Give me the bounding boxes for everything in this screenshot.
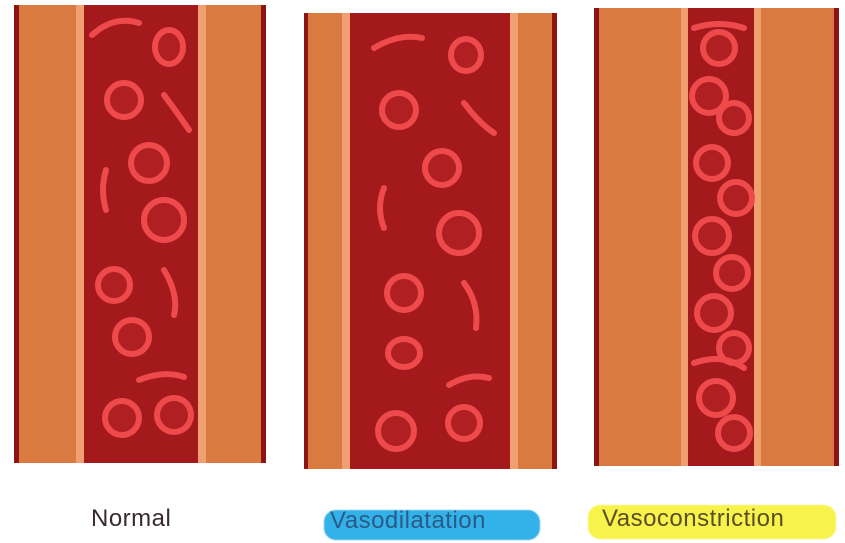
- panel-vasodilatation: [304, 13, 557, 469]
- vessel-wall-right: [206, 5, 261, 463]
- wall-highlight: [76, 5, 84, 463]
- vessel-wall-left: [19, 5, 84, 463]
- red-blood-cell: [695, 219, 729, 253]
- red-blood-cell: [439, 213, 479, 253]
- red-blood-cell: [144, 200, 184, 240]
- label-vasoconstriction-text: Vasoconstriction: [602, 505, 784, 532]
- vessel-lumen: [350, 13, 510, 469]
- red-blood-cell: [382, 93, 416, 127]
- red-blood-cell: [98, 269, 130, 301]
- panel-normal: [14, 5, 266, 463]
- red-blood-cell: [716, 257, 748, 289]
- red-blood-cell: [720, 182, 752, 214]
- wall-highlight: [342, 13, 350, 469]
- red-blood-cell: [115, 320, 149, 354]
- red-blood-cell: [131, 145, 167, 181]
- vessel-wall-right: [761, 8, 834, 466]
- vasoconstriction-vessel: [594, 8, 839, 466]
- red-blood-cell-edge: [103, 170, 106, 210]
- normal-vessel: [14, 5, 266, 463]
- label-normal: Normal: [91, 505, 171, 533]
- vessel-wall-right: [518, 13, 552, 469]
- wall-highlight: [754, 8, 761, 466]
- red-blood-cell: [703, 32, 735, 64]
- red-blood-cell: [696, 147, 728, 179]
- label-vasodilatation-text: Vasodilatation: [330, 507, 486, 534]
- red-blood-cell: [387, 276, 421, 310]
- label-vasodilatation: Vasodilatation: [330, 507, 486, 535]
- red-blood-cell: [105, 401, 139, 435]
- vasodilatation-vessel: [304, 13, 557, 469]
- label-normal-text: Normal: [91, 505, 171, 532]
- red-blood-cell: [718, 417, 750, 449]
- wall-highlight: [681, 8, 688, 466]
- red-blood-cell: [448, 407, 480, 439]
- vessel-wall-left: [599, 8, 681, 466]
- red-blood-cell: [378, 413, 414, 449]
- panel-vasoconstriction: [594, 8, 839, 466]
- red-blood-cell: [451, 39, 481, 71]
- red-blood-cell: [699, 381, 733, 415]
- red-blood-cell: [155, 30, 183, 64]
- red-blood-cell: [719, 103, 749, 133]
- red-blood-cell: [425, 151, 459, 185]
- wall-highlight: [510, 13, 518, 469]
- red-blood-cell: [697, 296, 731, 330]
- red-blood-cell: [388, 339, 420, 367]
- label-vasoconstriction: Vasoconstriction: [602, 505, 784, 533]
- red-blood-cell: [157, 398, 191, 432]
- wall-highlight: [198, 5, 206, 463]
- red-blood-cell: [107, 83, 141, 117]
